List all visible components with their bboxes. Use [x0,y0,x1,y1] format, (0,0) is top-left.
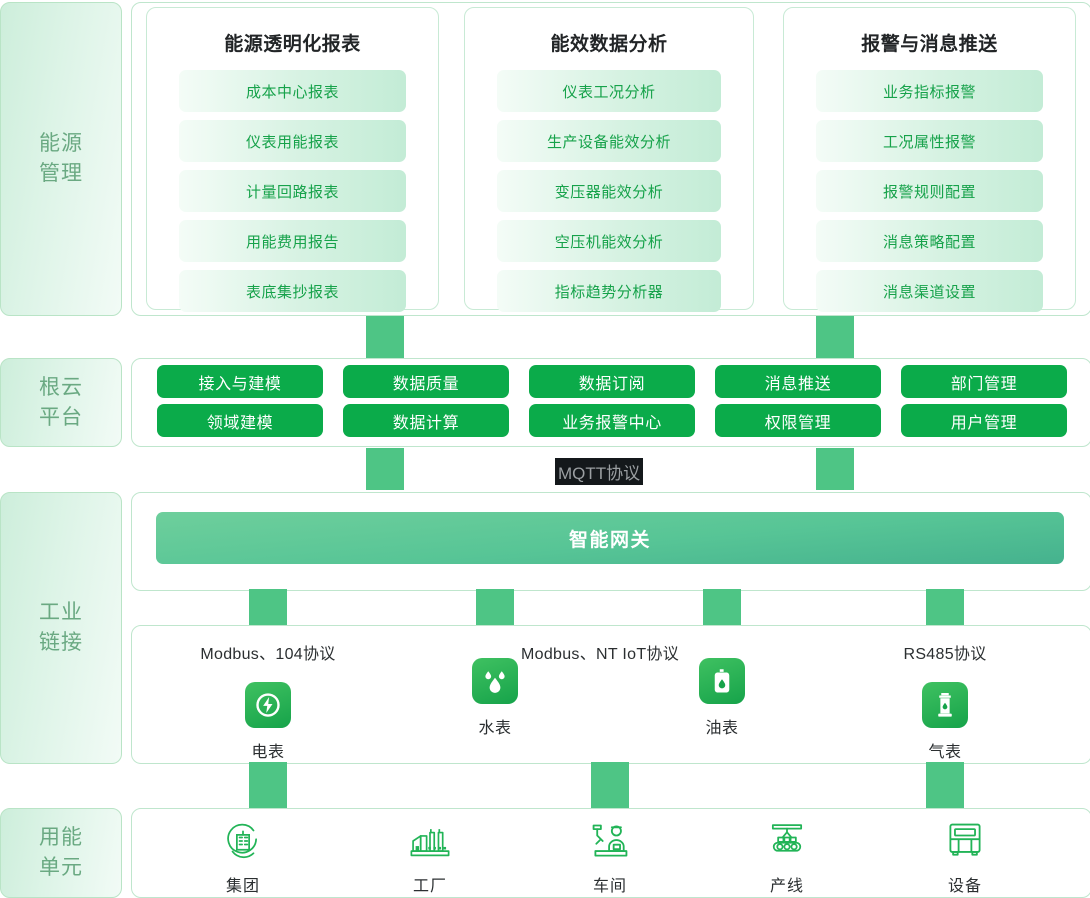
card-item[interactable]: 计量回路报表 [179,170,406,212]
sidebar-item-industrial-connection[interactable]: 工业 链接 [0,492,122,764]
connector-gateway-to-meter [926,589,964,625]
unit-group[interactable]: 集团 [183,818,303,896]
unit-production-line[interactable]: 产线 [727,818,847,896]
card-item[interactable]: 生产设备能效分析 [497,120,721,162]
group-icon [183,818,303,864]
card-item[interactable]: 业务指标报警 [816,70,1043,112]
connector-platform-to-industrial [366,448,404,490]
meter-oil[interactable]: 油表 [652,640,792,738]
connector-industrial-to-unit [926,762,964,808]
sidebar-label-line2: 单元 [39,856,83,879]
meter-protocol-label: Modbus、104协议 [200,646,336,663]
card-item[interactable]: 用能费用报告 [179,220,406,262]
sidebar-label-line2: 管理 [39,162,83,185]
meter-label: 水表 [478,720,512,737]
platform-button[interactable]: 数据计算 [343,404,509,437]
connector-platform-to-industrial [816,448,854,490]
platform-button[interactable]: 用户管理 [901,404,1067,437]
card-item[interactable]: 空压机能效分析 [497,220,721,262]
card-item[interactable]: 消息策略配置 [816,220,1043,262]
card-item[interactable]: 变压器能效分析 [497,170,721,212]
unit-label: 工厂 [412,878,447,895]
card-item[interactable]: 成本中心报表 [179,70,406,112]
meter-label: 油表 [705,720,739,737]
sidebar-label-line1: 能源 [39,132,83,156]
app-card-alarm-message: 报警与消息推送 业务指标报警 工况属性报警 报警规则配置 消息策略配置 消息渠道… [783,7,1076,312]
sidebar-label-line2: 平台 [39,405,83,429]
connector-app-to-platform [366,316,404,358]
card-title: 能效数据分析 [550,34,668,55]
unit-label: 设备 [947,878,982,895]
card-item[interactable]: 工况属性报警 [816,120,1043,162]
smart-gateway-bar[interactable]: 智能网关 [156,512,1064,564]
meter-water[interactable]: Modbus、NT IoT协议 水表 [425,640,679,738]
application-layer-panel: 能源透明化报表 成本中心报表 仪表用能报表 计量回路报表 用能费用报告 表底集抄… [131,2,1090,316]
platform-button[interactable]: 接入与建模 [157,365,323,398]
unit-factory[interactable]: 工厂 [370,818,490,896]
unit-workshop[interactable]: 车间 [550,818,670,896]
production-line-icon [727,818,847,864]
meter-label: 气表 [928,744,962,761]
card-item-list: 仪表工况分析 生产设备能效分析 变压器能效分析 空压机能效分析 指标趋势分析器 [465,70,753,312]
meter-label: 电表 [251,744,285,761]
platform-button[interactable]: 数据质量 [343,365,509,398]
unit-label: 车间 [592,878,627,895]
sidebar-item-root-cloud-platform[interactable]: 根云 平台 [0,358,122,447]
meter-gas[interactable]: RS485协议 气表 [875,640,1015,762]
meter-protocol-label: Modbus、NT IoT协议 [521,646,680,663]
card-item[interactable]: 仪表用能报表 [179,120,406,162]
meter-protocol-label: RS485协议 [903,646,987,663]
connector-industrial-to-unit [591,762,629,808]
card-item[interactable]: 仪表工况分析 [497,70,721,112]
unit-label: 集团 [225,878,260,895]
sidebar-item-energy-management[interactable]: 能源 管理 [0,2,122,316]
card-item-list: 成本中心报表 仪表用能报表 计量回路报表 用能费用报告 表底集抄报表 [147,70,438,312]
platform-button[interactable]: 部门管理 [901,365,1067,398]
card-item[interactable]: 消息渠道设置 [816,270,1043,312]
card-item[interactable]: 报警规则配置 [816,170,1043,212]
card-title: 报警与消息推送 [861,34,998,55]
sidebar-label-line1: 用能 [39,826,83,850]
platform-button[interactable]: 数据订阅 [529,365,695,398]
meter-electric[interactable]: Modbus、104协议 电表 [198,640,338,762]
electric-meter-icon [245,682,291,728]
app-card-energy-report: 能源透明化报表 成本中心报表 仪表用能报表 计量回路报表 用能费用报告 表底集抄… [146,7,439,312]
sidebar-label-line1: 根云 [39,375,83,399]
water-meter-icon [472,658,518,704]
unit-label: 产线 [769,878,804,895]
factory-icon [370,818,490,864]
sidebar-label-line2: 链接 [39,631,83,654]
card-item[interactable]: 指标趋势分析器 [497,270,721,312]
platform-button[interactable]: 业务报警中心 [529,404,695,437]
mqtt-protocol-label: MQTT协议 [555,458,644,485]
card-title: 能源透明化报表 [224,34,361,55]
oil-meter-icon [699,658,745,704]
connector-industrial-to-unit [249,762,287,808]
unit-layer-panel [131,808,1090,898]
connector-gateway-to-meter [703,589,741,625]
platform-button[interactable]: 领域建模 [157,404,323,437]
platform-layer-panel: 接入与建模 领域建模 数据质量 数据计算 数据订阅 业务报警中心 消息推送 权限… [131,358,1090,447]
equipment-icon [905,818,1025,864]
sidebar-item-energy-unit[interactable]: 用能 单元 [0,808,122,898]
connector-gateway-to-meter [249,589,287,625]
platform-button[interactable]: 消息推送 [715,365,881,398]
connector-app-to-platform [816,316,854,358]
card-item[interactable]: 表底集抄报表 [179,270,406,312]
platform-button[interactable]: 权限管理 [715,404,881,437]
gas-meter-icon [922,682,968,728]
connector-gateway-to-meter [476,589,514,625]
app-card-efficiency-analysis: 能效数据分析 仪表工况分析 生产设备能效分析 变压器能效分析 空压机能效分析 指… [464,7,754,312]
sidebar-label-line1: 工业 [39,601,83,625]
unit-equipment[interactable]: 设备 [905,818,1025,896]
workshop-icon [550,818,670,864]
card-item-list: 业务指标报警 工况属性报警 报警规则配置 消息策略配置 消息渠道设置 [784,70,1075,312]
